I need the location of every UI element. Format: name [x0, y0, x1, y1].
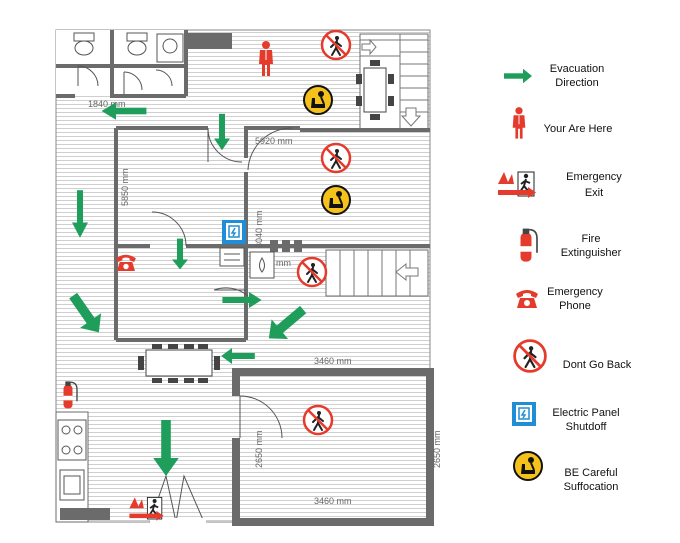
- legend-emergency-exit-icon: [497, 171, 537, 199]
- legend-evacuation-arrow-icon: [504, 68, 532, 84]
- dont-go-back-icon: [302, 404, 334, 436]
- legend-dont-go-back-icon: [513, 339, 547, 373]
- be-careful-suffocation-icon: [303, 85, 333, 115]
- electric-panel-icon: [221, 219, 247, 245]
- legend-label-suffocation: BE Careful Suffocation: [563, 467, 619, 493]
- small-wall-cluster: [270, 240, 302, 252]
- interior-doors: [151, 127, 293, 297]
- dont-go-back-icon: [320, 29, 352, 61]
- legend-you-are-here-icon: [512, 106, 526, 140]
- dim-top-left: 1840 mm: [88, 99, 126, 109]
- legend-electric-panel-icon: [511, 401, 537, 427]
- legend-label-evacuation: Evacuation Direction: [549, 63, 605, 89]
- water-heater-icon: [249, 251, 275, 279]
- legend-label-fire-extinguisher: Fire Extinguisher: [560, 233, 622, 259]
- counter-bottom: [60, 508, 110, 520]
- stair-direction-icon: [400, 107, 422, 127]
- legend-fire-extinguisher-icon: [519, 227, 538, 263]
- be-careful-suffocation-icon: [321, 185, 351, 215]
- bottom-room: [232, 368, 434, 526]
- counter: [186, 33, 232, 49]
- bathroom-doors: [77, 65, 173, 94]
- dining-table-middle: [138, 344, 220, 383]
- dont-go-back-icon: [296, 256, 328, 288]
- sink-icon: [156, 33, 184, 63]
- kitchen-sink-icon: [59, 469, 85, 501]
- legend-label-emergency-phone: Emergency Phone: [547, 286, 603, 312]
- dim-room-left: 5850 mm: [120, 168, 130, 206]
- dim-bottom-room-height: 2650 mm: [254, 430, 264, 468]
- dim-corridor: 3460 mm: [314, 356, 352, 366]
- legend-label-electric-panel: Electric Panel Shutdoff: [552, 407, 620, 433]
- dont-go-back-icon: [320, 142, 352, 174]
- kitchen: [55, 411, 110, 523]
- dim-outer-right: 2650 mm: [432, 430, 442, 468]
- toilet-icon: [126, 32, 148, 56]
- bathroom: [56, 30, 232, 98]
- stair-direction-icon: [361, 38, 377, 56]
- legend-label-you-are-here: Your Are Here: [543, 123, 613, 135]
- dining-table-top: [356, 60, 394, 120]
- stair-direction-icon: [395, 262, 419, 282]
- dim-mid-small: mm: [276, 258, 291, 268]
- stairs-middle: [325, 249, 429, 297]
- dim-bottom-room-width: 3460 mm: [314, 496, 352, 506]
- dim-mid-vertical: 3040 mm: [254, 210, 264, 248]
- legend-label-emergency-exit: Emergency Exit: [566, 171, 622, 199]
- legend-label-dont-go-back: Dont Go Back: [562, 359, 632, 371]
- toilet-icon: [73, 32, 95, 56]
- legend-be-careful-suffocation-icon: [513, 451, 543, 481]
- cooktop-icon: [57, 419, 87, 461]
- stove-icon: [219, 247, 245, 267]
- dim-room-top: 5920 mm: [255, 136, 293, 146]
